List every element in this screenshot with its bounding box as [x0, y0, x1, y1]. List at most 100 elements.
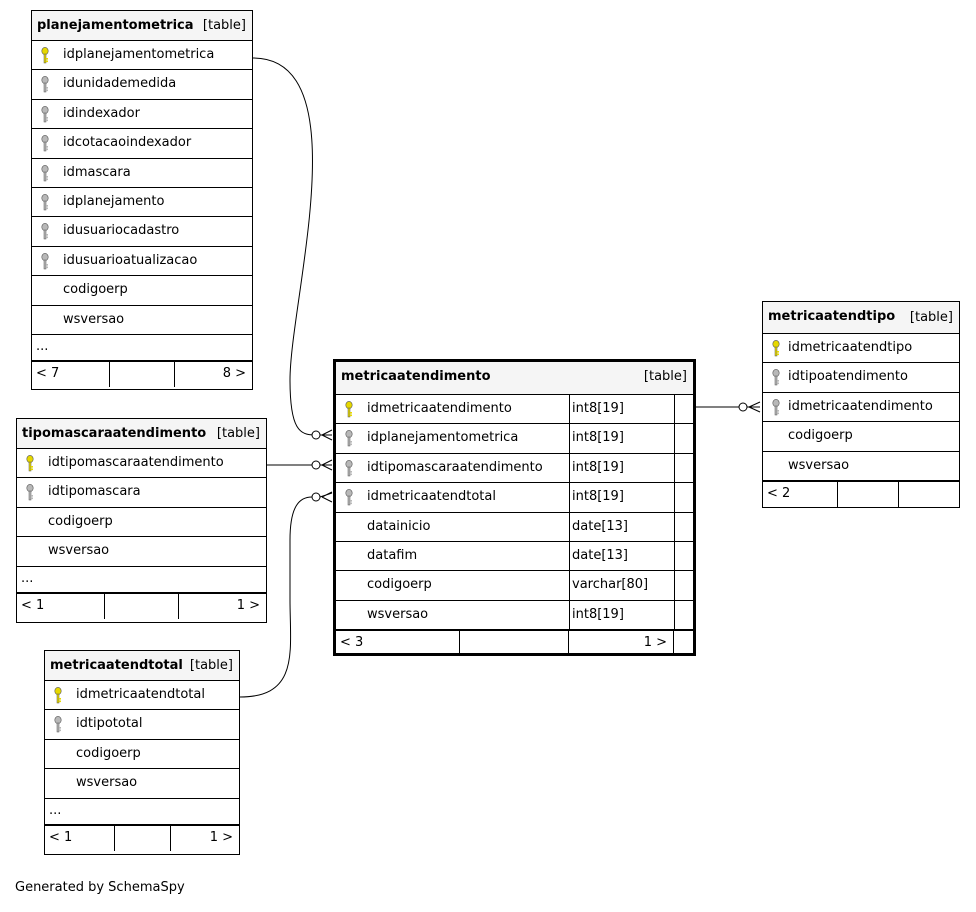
table-kind: [table]	[202, 18, 246, 33]
primary-key-icon	[344, 401, 354, 419]
parents-count-cell[interactable]: < 2	[763, 481, 838, 507]
table-footer: < 1 1 >	[45, 824, 239, 851]
more-columns[interactable]: ...	[17, 567, 266, 593]
link-planejamentometrica-crowfoot	[320, 429, 333, 441]
more-columns[interactable]: ...	[45, 799, 239, 825]
more-columns-label: ...	[36, 338, 49, 354]
column-row[interactable]: idmascara	[32, 159, 252, 188]
column-row[interactable]: idmetricaatendimento	[763, 393, 959, 423]
column-row[interactable]: idtipototal	[45, 710, 239, 740]
column-row[interactable]: codigoerp	[45, 740, 239, 770]
primary-key-icon	[53, 687, 63, 705]
foreign-key-icon	[40, 252, 50, 271]
table-footer: < 2	[763, 480, 959, 507]
column-name: wsversao	[788, 457, 850, 473]
column-name: idtipomascaraatendimento	[367, 459, 543, 475]
more-columns[interactable]: ...	[32, 335, 252, 361]
table-footer: < 7 8 >	[32, 360, 252, 387]
column-row[interactable]: idcotacaoindexador	[32, 129, 252, 159]
rows-count-cell	[105, 593, 179, 619]
children-count-cell[interactable]: 1 >	[569, 631, 674, 657]
column-name: idplanejamento	[63, 193, 165, 209]
column-row[interactable]: idtipomascaraatendimento int8[19]	[336, 453, 693, 484]
column-row[interactable]: wsversao	[45, 769, 239, 799]
column-row[interactable]: wsversao	[763, 452, 959, 481]
parents-count-cell[interactable]: < 3	[336, 631, 460, 657]
table-header: metricaatendimento [table]	[336, 362, 693, 395]
column-name: codigoerp	[63, 282, 128, 298]
column-row[interactable]: idusuarioatualizacao	[32, 247, 252, 277]
column-row[interactable]: wsversao	[32, 306, 252, 335]
column-row[interactable]: idusuariocadastro	[32, 217, 252, 247]
column-type: varchar[80]	[572, 577, 649, 593]
table-metricaatendtipo[interactable]: metricaatendtipo [table] idmetricaatendt…	[762, 301, 960, 508]
column-row[interactable]: idtipomascara	[17, 478, 266, 508]
column-name: idplanejamentometrica	[63, 47, 215, 62]
link-metricaatendtotal-optional-mark	[311, 492, 321, 502]
column-row[interactable]: idplanejamento	[32, 188, 252, 218]
column-type: int8[19]	[572, 459, 624, 475]
column-row[interactable]: codigoerp	[32, 276, 252, 306]
table-kind: [table]	[643, 369, 687, 384]
parents-count-cell[interactable]: < 1	[45, 825, 115, 851]
rows-count-cell	[460, 631, 569, 657]
column-row[interactable]: idtipomascaraatendimento	[17, 449, 266, 479]
table-planejamentometrica[interactable]: planejamentometrica [table] idplanejamen…	[31, 10, 253, 390]
column-name: codigoerp	[788, 428, 853, 444]
column-row[interactable]: idmetricaatendtotal	[45, 681, 239, 711]
children-count-cell[interactable]: 1 >	[179, 594, 266, 619]
children-count-cell[interactable]: 1 >	[171, 826, 239, 851]
column-name: idcotacaoindexador	[63, 135, 192, 151]
table-kind: [table]	[909, 310, 953, 325]
column-row[interactable]: idmetricaatendtipo	[763, 334, 959, 364]
footer-spacer	[674, 631, 693, 656]
column-name: idusuariocadastro	[63, 223, 180, 239]
foreign-key-icon	[344, 489, 354, 507]
table-name: metricaatendtipo	[768, 309, 896, 324]
column-row[interactable]: codigoerp	[17, 508, 266, 538]
column-row[interactable]: idindexador	[32, 100, 252, 130]
column-name: idtipototal	[76, 716, 143, 732]
column-name: codigoerp	[48, 513, 113, 529]
table-metricaatendimento[interactable]: metricaatendimento [table] idmetricaaten…	[333, 359, 696, 657]
column-row[interactable]: idplanejamentometrica	[32, 41, 252, 71]
column-name: idindexador	[63, 105, 140, 121]
column-row[interactable]: codigoerp	[763, 422, 959, 452]
column-row[interactable]: wsversao	[17, 537, 266, 567]
table-kind: [table]	[216, 426, 260, 441]
table-footer: < 3 1 >	[336, 630, 693, 657]
table-header: metricaatendtipo [table]	[763, 302, 959, 334]
column-name: codigoerp	[76, 745, 141, 761]
column-type: date[13]	[572, 518, 628, 534]
children-count-cell[interactable]: 8 >	[175, 362, 252, 387]
parents-count-cell[interactable]: < 7	[32, 361, 110, 387]
link-metricaatendtipo-optional-mark	[738, 402, 748, 412]
table-tipomascaraatendimento[interactable]: tipomascaraatendimento [table] idtipomas…	[16, 418, 267, 623]
table-metricaatendtotal[interactable]: metricaatendtotal [table] idmetricaatend…	[44, 650, 240, 855]
link-tipomascaraatendimento-optional-mark	[311, 460, 321, 470]
foreign-key-icon	[40, 76, 50, 94]
column-name: wsversao	[48, 543, 110, 559]
column-name: datafim	[367, 547, 418, 563]
foreign-key-icon	[771, 398, 781, 417]
parents-count-cell[interactable]: < 1	[17, 593, 105, 619]
children-count-cell[interactable]	[899, 482, 959, 507]
link-metricaatendtipo-crowfoot	[747, 401, 761, 413]
parents-count: < 2	[767, 485, 791, 501]
column-name: idtipoatendimento	[788, 369, 908, 385]
column-row[interactable]: idunidademedida	[32, 70, 252, 100]
column-row[interactable]: idtipoatendimento	[763, 363, 959, 393]
generated-by-credit: Generated by SchemaSpy	[15, 880, 185, 895]
primary-key-icon	[25, 455, 35, 473]
foreign-key-icon	[344, 430, 354, 448]
table-name: metricaatendimento	[341, 369, 491, 384]
link-metricaatendtotal-crowfoot	[319, 491, 333, 503]
